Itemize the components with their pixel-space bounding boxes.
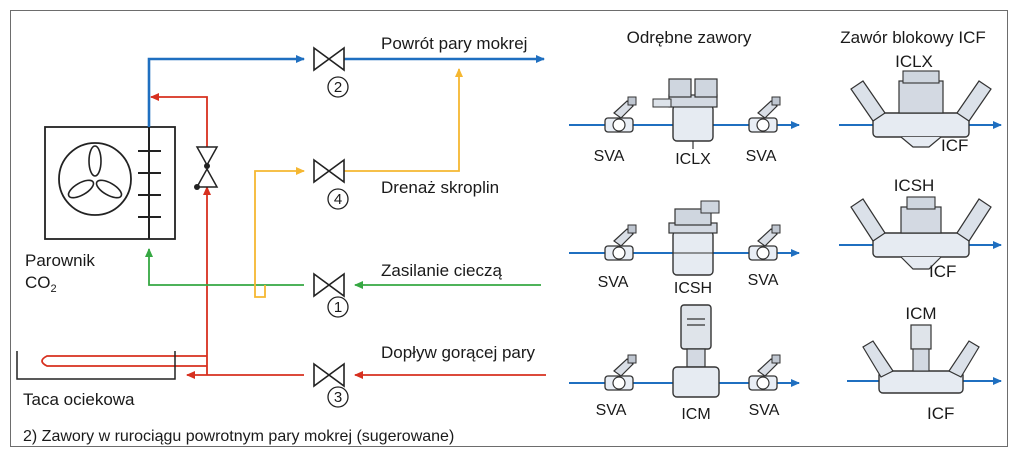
row3-block-base-label: ICF bbox=[927, 404, 954, 423]
row1-left-sva-label: SVA bbox=[594, 148, 625, 165]
row1-block-base-label: ICF bbox=[941, 136, 968, 155]
diagram-frame: Parownik CO2 Powrót pary mokrej 2 Dopływ… bbox=[10, 10, 1008, 447]
icf-block-icsh-icon bbox=[839, 196, 1002, 270]
row3-block-name-label: ICM bbox=[905, 304, 936, 323]
icf-block-iclx-icon bbox=[839, 70, 1002, 148]
valve-4-icon bbox=[313, 159, 345, 183]
valve-2-icon bbox=[313, 47, 345, 71]
valve-number-4: 4 bbox=[334, 191, 342, 208]
row2-left-sva-label: SVA bbox=[598, 274, 629, 291]
sva-valve-icon bbox=[748, 354, 781, 391]
wet-vapour-return-line bbox=[147, 55, 545, 127]
block-valve-header: Zawór blokowy ICF bbox=[840, 28, 985, 47]
condensate-drain-label: Drenaż skroplin bbox=[381, 178, 499, 197]
sva-valve-icon bbox=[604, 354, 637, 391]
valve-number-1: 1 bbox=[334, 299, 342, 316]
piping-diagram: Parownik CO2 Powrót pary mokrej 2 Dopływ… bbox=[16, 28, 1002, 445]
sva-valve-icon bbox=[748, 96, 781, 133]
footnote: 2) Zawory w rurociągu powrotnym pary mok… bbox=[23, 428, 454, 445]
liquid-supply-line bbox=[145, 248, 541, 289]
separate-row-icm bbox=[569, 304, 800, 398]
valve-number-circle-1 bbox=[327, 296, 349, 318]
row2-main-valve-label: ICSH bbox=[674, 280, 712, 297]
evaporator-medium-subscript: 2 bbox=[51, 283, 57, 295]
check-valve-icon bbox=[194, 146, 219, 190]
valve-number-3: 3 bbox=[334, 389, 342, 406]
hot-gas-line bbox=[41, 93, 546, 379]
sva-valve-icon bbox=[604, 224, 637, 261]
row1-main-valve-label: ICLX bbox=[675, 151, 711, 168]
separate-row-icsh bbox=[569, 200, 800, 276]
evaporator-label: Parownik bbox=[25, 251, 95, 270]
coil-header bbox=[138, 127, 161, 239]
evaporator-medium-label: CO2 bbox=[25, 273, 57, 295]
icsh-valve-icon bbox=[668, 200, 720, 276]
row3-left-sva-label: SVA bbox=[596, 402, 627, 419]
valve-number-circle-4 bbox=[327, 188, 349, 210]
icf-block-icm-icon bbox=[847, 324, 1002, 394]
valve-1-icon bbox=[313, 273, 345, 297]
liquid-supply-label: Zasilanie cieczą bbox=[381, 261, 502, 280]
fan-icon bbox=[58, 142, 132, 216]
icm-valve-icon bbox=[672, 304, 720, 398]
condensate-drain-line bbox=[254, 68, 463, 298]
row1-block-name-label: ICLX bbox=[895, 52, 933, 71]
valve-3-icon bbox=[313, 363, 345, 387]
row3-main-valve-label: ICM bbox=[681, 406, 710, 423]
drip-tray-label: Taca ociekowa bbox=[23, 390, 135, 409]
row1-right-sva-label: SVA bbox=[746, 148, 777, 165]
row2-right-sva-label: SVA bbox=[748, 272, 779, 289]
sva-valve-icon bbox=[748, 224, 781, 261]
valve-number-circle-3 bbox=[327, 386, 349, 408]
row2-block-base-label: ICF bbox=[929, 262, 956, 281]
evaporator-medium-main: CO bbox=[25, 273, 51, 292]
iclx-valve-icon bbox=[652, 78, 718, 149]
row2-block-name-label: ICSH bbox=[894, 176, 935, 195]
row3-right-sva-label: SVA bbox=[749, 402, 780, 419]
drip-tray bbox=[16, 351, 176, 380]
valve-number-circle-2 bbox=[327, 76, 349, 98]
separate-valves-header: Odrębne zawory bbox=[627, 28, 752, 47]
hot-gas-label: Dopływ gorącej pary bbox=[381, 343, 536, 362]
sva-valve-icon bbox=[604, 96, 637, 133]
valve-number-2: 2 bbox=[334, 79, 342, 96]
separate-row-iclx bbox=[569, 78, 800, 149]
wet-vapour-return-label: Powrót pary mokrej bbox=[381, 34, 527, 53]
